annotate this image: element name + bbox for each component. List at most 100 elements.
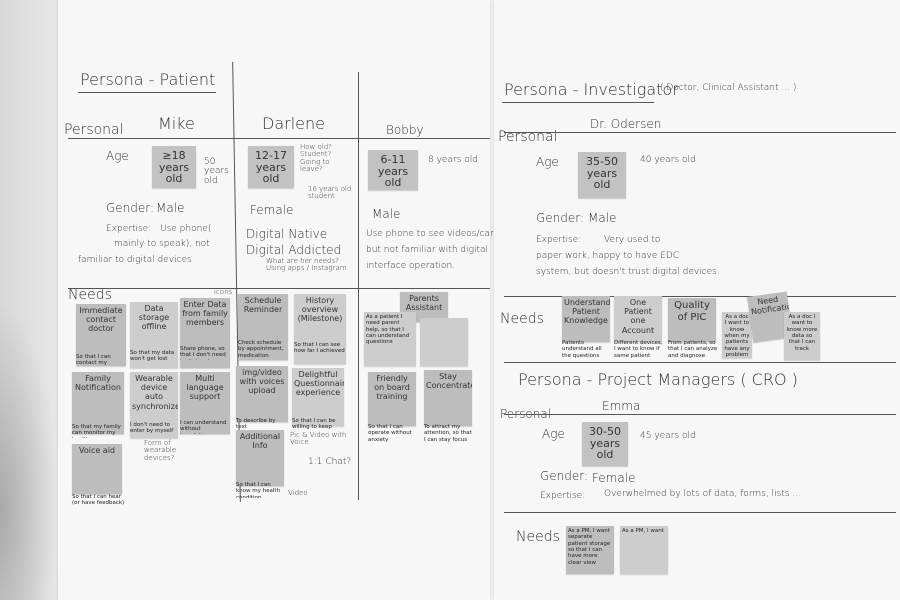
investigator-title-note: ( Doctor, Clinical Assistant ... ) bbox=[660, 83, 797, 93]
need-note: Immediate contact doctor bbox=[76, 304, 126, 366]
need-caption: So that my data won't get lost bbox=[130, 350, 175, 363]
expertise-odersen-3: system, but doesn't trust digital device… bbox=[536, 267, 720, 277]
need-caption: I can understand without translation bbox=[180, 420, 227, 434]
trait-darlene-2: Digital Addicted bbox=[246, 243, 342, 257]
need-title: Voice aid bbox=[78, 446, 116, 455]
needs-row-line bbox=[504, 512, 896, 513]
need-extra: Pic & Video with Voice bbox=[290, 431, 347, 447]
gender-value-odersen: Male bbox=[588, 211, 617, 225]
need-caption: Patients understand all the questions bbox=[562, 340, 602, 359]
persona-name-darlene: Darlene bbox=[262, 114, 325, 133]
need-title: Family Notification bbox=[75, 374, 121, 393]
need-caption: So that I can hear (or have feedback) bbox=[72, 494, 125, 507]
age-label: Age bbox=[536, 155, 559, 169]
need-tag: icons bbox=[214, 288, 233, 296]
need-note: As a doc I want to know more data so tha… bbox=[784, 312, 820, 360]
title-underline bbox=[78, 92, 216, 93]
need-note: As a PM, I want separate patient storage… bbox=[566, 526, 614, 574]
need-caption: Share phone, so that I don't need to do … bbox=[180, 346, 226, 360]
age-sticky-darlene: 12-17 years old bbox=[248, 146, 294, 188]
age-sticky-mike: ≥18 years old bbox=[152, 146, 196, 188]
age-side-mike: 50 years old bbox=[204, 157, 229, 186]
age-side-odersen: 40 years old bbox=[640, 155, 696, 165]
needs-label: Needs bbox=[68, 287, 112, 303]
need-caption: So that my family can monitor my health bbox=[72, 424, 121, 438]
need-note: As a doc I want to know when my patients… bbox=[722, 312, 752, 358]
personal-label: Personal bbox=[498, 129, 558, 145]
age-value: 6-11 years old bbox=[377, 153, 409, 190]
expertise-odersen-2: paper work, happy to have EDC bbox=[536, 251, 680, 261]
need-note: Family Notification bbox=[72, 372, 124, 434]
gender-label: Gender: bbox=[106, 201, 155, 215]
need-caption: As a patient I need parent help, so that… bbox=[366, 314, 410, 346]
age-side-darlene-2: 16 years old student bbox=[308, 185, 352, 201]
gender-label: Gender: bbox=[536, 211, 585, 225]
need-extra: Video bbox=[288, 489, 308, 497]
trait-darlene-3: What are her needs? Using apps / Instagr… bbox=[266, 257, 347, 273]
needs-label: Needs bbox=[516, 529, 560, 545]
gender-value-bobby: Male bbox=[372, 207, 401, 221]
need-note: Schedule Reminder bbox=[238, 294, 288, 360]
persona-name-odersen: Dr. Odersen bbox=[590, 117, 662, 131]
need-caption: So that I can be willing to keep doing bbox=[292, 418, 336, 430]
need-note: As a PM, I want bbox=[620, 526, 668, 574]
need-caption: I don't need to enter by myself bbox=[130, 422, 174, 435]
persona-name-bobby: Bobby bbox=[386, 123, 424, 137]
need-title: Wearable device auto synchronize bbox=[132, 374, 178, 411]
need-caption: As a doc I want to know more data so tha… bbox=[786, 314, 818, 352]
personal-row-line bbox=[68, 138, 490, 139]
patient-persona-board: Persona - Patient Personal Needs Mike Ag… bbox=[58, 0, 514, 600]
need-note: One Patient one Account bbox=[614, 296, 662, 342]
persona-name-mike: Mike bbox=[158, 114, 195, 133]
age-value: ≥18 years old bbox=[158, 149, 190, 186]
need-note: Voice aid bbox=[72, 444, 122, 494]
need-note: Wearable device auto synchronize bbox=[130, 372, 178, 438]
investigator-persona-title: Persona - Investigator bbox=[504, 80, 679, 99]
trait-darlene-1: Digital Native bbox=[246, 227, 328, 241]
gender-label: Gender: bbox=[540, 469, 589, 483]
need-note: Additional Info bbox=[236, 430, 284, 486]
persona-name-emma: Emma bbox=[602, 399, 641, 413]
gender-value-darlene: Female bbox=[250, 203, 294, 217]
need-note: img/video with voices upload bbox=[236, 366, 288, 422]
need-title: Friendly on board training bbox=[374, 374, 410, 402]
need-caption: Different devices, I want to know if sam… bbox=[614, 340, 663, 359]
personal-row-line bbox=[504, 414, 896, 415]
age-side-emma: 45 years old bbox=[640, 431, 696, 441]
need-note: Quality of PIC bbox=[668, 298, 716, 342]
age-value: 35-50 years old bbox=[586, 155, 618, 192]
pm-persona-title: Persona - Project Managers ( CRO ) bbox=[518, 370, 798, 389]
need-title: Parents Assistant bbox=[405, 294, 443, 313]
expertise-bobby-2: but not familiar with digital bbox=[366, 245, 489, 255]
age-value: 12-17 years old bbox=[255, 149, 287, 186]
need-title: Enter Data from family members bbox=[182, 300, 228, 328]
gender-value-emma: Female bbox=[592, 471, 636, 485]
need-caption: So that I can see how far I achieved bbox=[294, 342, 345, 355]
need-title: Multi language support bbox=[186, 374, 224, 402]
need-title: One Patient one Account bbox=[621, 298, 655, 335]
needs-row-line bbox=[68, 288, 490, 289]
title-underline bbox=[502, 102, 654, 103]
expertise-mike-1: Use phone( bbox=[160, 224, 212, 234]
gender-value-mike: Male bbox=[156, 201, 185, 215]
age-sticky-emma: 30-50 years old bbox=[582, 422, 628, 466]
need-caption: To describe by text bbox=[236, 418, 276, 428]
need-note: History overview (Milestone) bbox=[294, 294, 346, 364]
age-sticky-odersen: 35-50 years old bbox=[578, 152, 626, 198]
need-note: Understand Patient Knowledge bbox=[562, 296, 610, 342]
need-caption: As a PM, I want separate patient storage… bbox=[568, 528, 611, 566]
need-title: History overview (Milestone) bbox=[297, 296, 343, 324]
need-title: Need Notification bbox=[750, 294, 794, 317]
need-question: 1:1 Chat? bbox=[308, 457, 352, 467]
need-caption: As a doc I want to know when my patients… bbox=[724, 314, 750, 358]
expertise-label: Expertise: bbox=[536, 235, 582, 245]
age-label: Age bbox=[542, 427, 565, 441]
need-note: Enter Data from family members bbox=[180, 298, 230, 368]
age-label: Age bbox=[106, 149, 129, 163]
needs-row-line bbox=[504, 296, 896, 297]
need-note: Data storage offline bbox=[130, 302, 178, 368]
need-title: Immediate contact doctor bbox=[79, 306, 123, 334]
age-sticky-bobby: 6-11 years old bbox=[368, 150, 418, 190]
need-title: Stay Concentrated bbox=[426, 372, 472, 391]
column-divider-2 bbox=[358, 72, 359, 500]
